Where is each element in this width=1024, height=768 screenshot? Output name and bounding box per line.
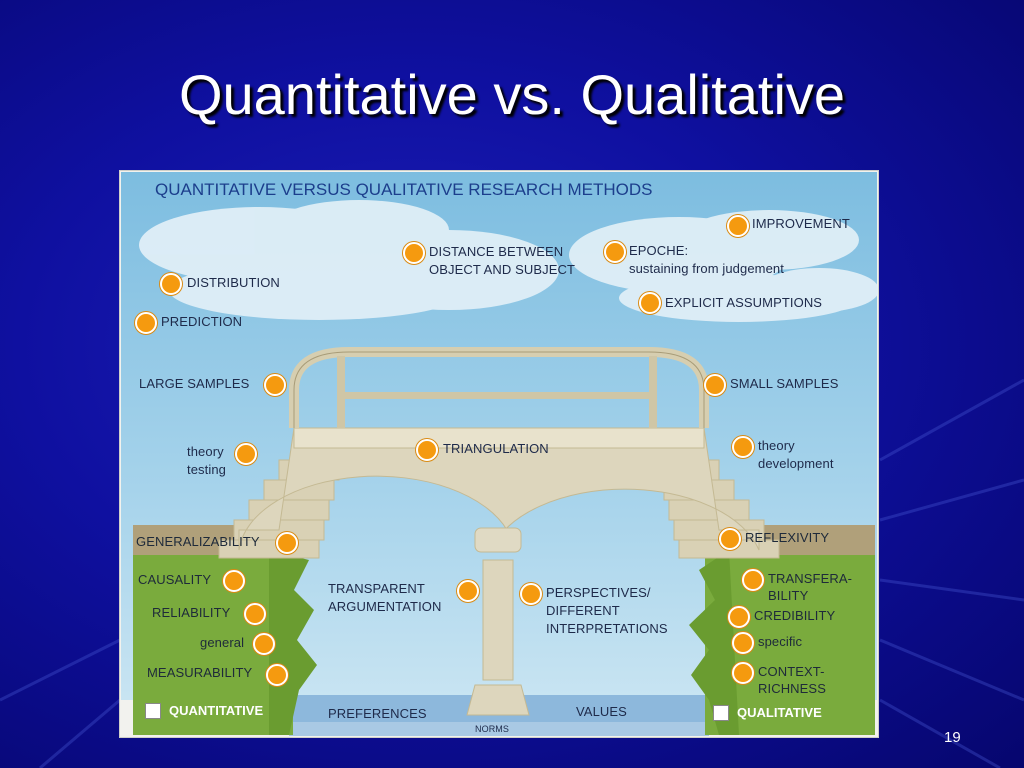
reliability-label: RELIABILITY [152,605,231,620]
perspectives-label-line2: DIFFERENT [546,603,620,618]
context-richness-dot [732,662,754,684]
credibility-label: CREDIBILITY [754,608,836,623]
transferability-label-line2: BILITY [768,588,809,603]
measurability-label: MEASURABILITY [147,665,253,680]
theory-development-dot [732,436,754,458]
improvement-dot [727,215,749,237]
improvement-label: IMPROVEMENT [752,216,850,231]
perspectives-label-line1: PERSPECTIVES/ [546,585,651,600]
diagram-panel: QUANTITATIVE VERSUS QUALITATIVE RESEARCH… [119,170,879,738]
distance-label-line1: DISTANCE BETWEEN [429,244,564,259]
general-dot [253,633,275,655]
small-samples-dot [704,374,726,396]
generalizability-label: GENERALIZABILITY [136,534,260,549]
prediction-label: PREDICTION [161,314,243,329]
slide-number: 19 [944,729,961,746]
theory-development-label-line1: theory [758,438,795,453]
norms-label: NORMS [475,724,509,734]
transferability-label-line1: TRANSFERA- [768,571,853,586]
large-samples-dot [264,374,286,396]
epoche-dot [604,241,626,263]
qualitative-legend-checkbox [713,705,729,721]
distribution-dot [160,273,182,295]
quantitative-legend-label: QUANTITATIVE [169,703,264,718]
epoche-label-line1: EPOCHE: [629,243,689,258]
perspectives-label-line3: INTERPRETATIONS [546,621,668,636]
theory-testing-label-line1: theory [187,444,224,459]
preferences-label: PREFERENCES [328,706,427,721]
qualitative-legend-label: QUALITATIVE [737,705,822,720]
slide-title: Quantitative vs. Qualitative [178,63,846,126]
theory-testing-dot [235,443,257,465]
theory-testing-label-line2: testing [187,462,227,477]
explicit-assumptions-dot [639,292,661,314]
general-label: general [200,635,245,650]
reflexivity-dot [719,528,741,550]
explicit-assumptions-label: EXPLICIT ASSUMPTIONS [665,295,823,310]
reliability-dot [244,603,266,625]
context-richness-label-line2: RICHNESS [758,681,826,696]
perspectives-dot [520,583,542,605]
transparent-label-line2: ARGUMENTATION [328,599,442,614]
causality-label: CAUSALITY [138,572,212,587]
epoche-label-line2: sustaining from judgement [629,261,784,276]
diagram-title: QUANTITATIVE VERSUS QUALITATIVE RESEARCH… [155,180,653,199]
reflexivity-label: REFLEXIVITY [745,530,830,545]
large-samples-label: LARGE SAMPLES [139,376,250,391]
distance-label-line2: OBJECT AND SUBJECT [429,262,576,277]
distance-dot [403,242,425,264]
triangulation-label: TRIANGULATION [443,441,549,456]
triangulation-dot [416,439,438,461]
generalizability-dot [276,532,298,554]
theory-development-label-line2: development [758,456,834,471]
bridge-illustration [119,170,879,738]
transparent-label-line1: TRANSPARENT [328,581,425,596]
small-samples-label: SMALL SAMPLES [730,376,839,391]
specific-dot [732,632,754,654]
context-richness-label-line1: CONTEXT- [758,664,825,679]
specific-label: specific [758,634,803,649]
transferability-dot [742,569,764,591]
distribution-label: DISTRIBUTION [187,275,280,290]
values-label: VALUES [576,704,627,719]
quantitative-legend-checkbox [145,703,161,719]
causality-dot [223,570,245,592]
transparent-dot [457,580,479,602]
measurability-dot [266,664,288,686]
prediction-dot [135,312,157,334]
credibility-dot [728,606,750,628]
